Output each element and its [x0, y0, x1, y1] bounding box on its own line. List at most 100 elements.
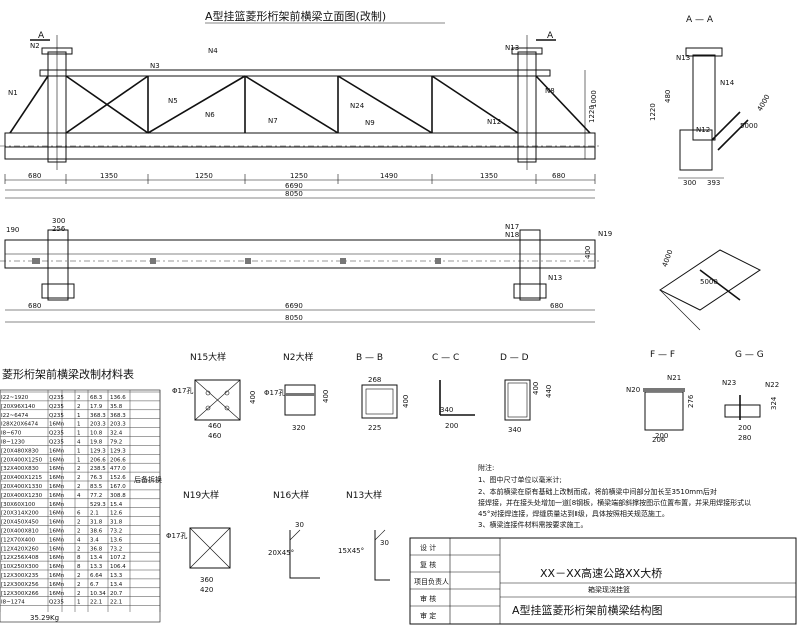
table-cell: 77.2	[90, 493, 102, 499]
detail-n16: N16大样 30 20X45°	[268, 489, 320, 579]
section-ff: F — F N20 N21 206 200 276	[626, 350, 695, 444]
table-cell: 16Mn	[49, 466, 65, 472]
table-cell: 1	[77, 448, 81, 454]
table-cell: [10X250X300	[1, 564, 39, 570]
table-cell: 10.34	[90, 591, 106, 597]
table-cell: 6.64	[90, 573, 103, 579]
table-cell: 38.6	[90, 529, 103, 535]
svg-text:B — B: B — B	[356, 353, 383, 363]
table-cell: 16Mn	[49, 555, 65, 561]
svg-text:审 定: 审 定	[420, 611, 436, 620]
table-cell: 16Mn	[49, 573, 65, 579]
table-cell: 13.4	[110, 582, 123, 588]
section-dd: D — D 400 440 340	[500, 353, 553, 434]
svg-text:480: 480	[664, 90, 672, 103]
svg-text:N8: N8	[545, 87, 555, 95]
svg-text:N15大样: N15大样	[190, 351, 226, 363]
table-cell: [20X400X1230	[1, 493, 43, 499]
table-cell: 206.6	[90, 457, 106, 463]
svg-text:N16大样: N16大样	[273, 489, 309, 501]
table-cell: 16Mn	[49, 422, 65, 428]
svg-text:340: 340	[440, 406, 453, 414]
svg-text:项目负责人: 项目负责人	[414, 577, 449, 586]
table-cell: [20X400X1250	[1, 457, 43, 463]
table-cell: [20X400X810	[1, 529, 39, 535]
svg-text:400: 400	[532, 382, 540, 395]
table-cell: 16Mn	[49, 537, 65, 543]
svg-text:400: 400	[322, 390, 330, 403]
svg-text:N19: N19	[598, 230, 612, 238]
svg-text:A: A	[547, 31, 554, 41]
table-cell: 6	[77, 511, 81, 517]
svg-text:N23: N23	[722, 379, 736, 387]
section-bb: B — B 268 400 225	[356, 353, 410, 432]
table-cell: [20X400X1330	[1, 484, 43, 490]
table-cell: 368.3	[110, 413, 126, 419]
svg-text:后备拆换: 后备拆换	[134, 475, 162, 484]
table-cell: 4	[77, 440, 81, 446]
table-cell: 16Mn	[49, 493, 65, 499]
svg-text:225: 225	[368, 424, 381, 432]
title-block: 设 计 复 核 项目负责人 审 核 审 定 XX－XX高速公路XX大桥 箱梁现浇…	[409, 537, 797, 625]
table-cell: I8~670	[1, 431, 22, 437]
svg-text:1220: 1220	[588, 105, 596, 123]
table-cell: 76.3	[90, 475, 103, 481]
svg-text:268: 268	[368, 376, 381, 384]
table-cell: 16Mn	[49, 457, 65, 463]
svg-text:200: 200	[655, 432, 668, 440]
svg-text:30: 30	[295, 521, 304, 529]
svg-text:460: 460	[208, 432, 221, 440]
svg-text:附注:: 附注:	[478, 463, 494, 472]
dim-label: 680	[28, 172, 41, 180]
table-cell: 83.5	[90, 484, 103, 490]
table-cell: [12X300X256	[1, 582, 39, 588]
table-cell: I28X20X6474	[1, 422, 39, 428]
table-cell: 2.1	[90, 511, 99, 517]
table-cell: Q235	[49, 431, 64, 437]
section-aa: A — A N13 N14 N12 480 1220 4000 5000 300…	[649, 15, 772, 187]
table-cell: [30X60X100	[1, 502, 36, 508]
svg-text:400: 400	[402, 395, 410, 408]
table-cell: 35.8	[110, 404, 123, 410]
detail-n19: N19大样 Φ17孔 360 420	[166, 489, 231, 594]
svg-text:200: 200	[738, 424, 751, 432]
svg-text:276: 276	[687, 394, 695, 408]
svg-text:N18: N18	[505, 231, 519, 239]
table-cell: 2	[77, 591, 81, 597]
svg-text:5000: 5000	[740, 122, 758, 130]
svg-text:箱梁现浇挂篮: 箱梁现浇挂篮	[588, 585, 630, 594]
table-cell: I22~1920	[1, 395, 29, 401]
detail-n2: N2大样 Φ17孔 400 320	[264, 351, 330, 432]
table-cell: 4	[77, 493, 81, 499]
table-cell: Q235	[49, 440, 64, 446]
table-cell: 129.3	[90, 448, 106, 454]
table-cell: [20X96X140	[1, 404, 36, 410]
table-cell: 1	[77, 413, 81, 419]
table-cell: 16Mn	[49, 520, 65, 526]
table-cell: [20X450X450	[1, 520, 39, 526]
svg-text:N13: N13	[548, 274, 562, 282]
table-title: 菱形桁架前横梁改制材料表	[2, 367, 134, 381]
table-cell: 20.7	[110, 591, 123, 597]
table-cell: I22~6474	[1, 413, 29, 419]
table-cell: 4	[77, 537, 81, 543]
table-cell: Q235	[49, 395, 64, 401]
svg-text:N9: N9	[365, 119, 375, 127]
dim-label: 1350	[480, 172, 498, 180]
table-cell: 16Mn	[49, 484, 65, 490]
table-cell: 238.5	[90, 466, 106, 472]
svg-text:N4: N4	[208, 47, 218, 55]
svg-text:N7: N7	[268, 117, 278, 125]
table-cell: 16Mn	[49, 591, 65, 597]
table-cell: [12X256X408	[1, 555, 39, 561]
svg-text:280: 280	[738, 434, 751, 442]
table-cell: 1	[77, 457, 81, 463]
svg-text:393: 393	[707, 179, 720, 187]
table-cell: 13.4	[90, 555, 103, 561]
table-cell: 107.2	[110, 555, 126, 561]
svg-text:N1: N1	[8, 89, 18, 97]
table-cell: 73.2	[110, 546, 122, 552]
table-cell: 68.3	[90, 395, 103, 401]
svg-text:N2大样: N2大样	[283, 351, 313, 363]
